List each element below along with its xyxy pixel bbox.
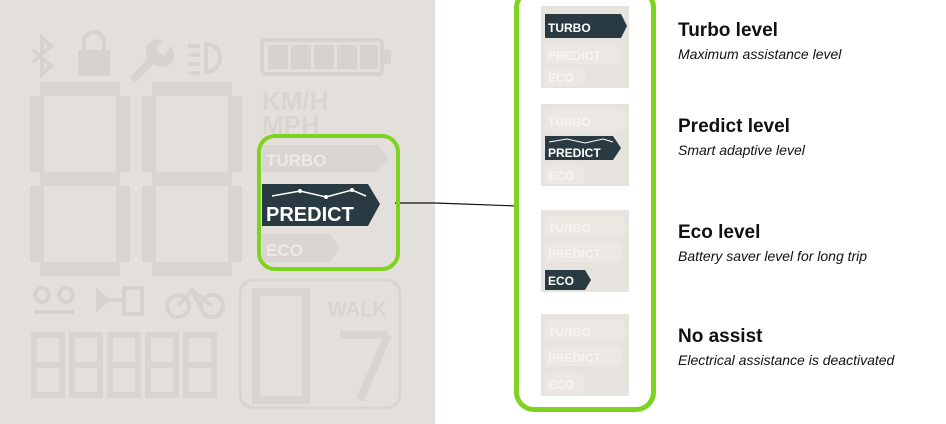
lock-icon	[78, 30, 110, 76]
level-desc-eco: Battery saver level for long trip	[678, 248, 868, 264]
svg-text:TURBO: TURBO	[548, 221, 591, 235]
wrench-icon	[130, 39, 175, 82]
badge-predict-active	[545, 136, 621, 160]
panel-eco: TURBO PREDICT ECO	[541, 210, 629, 292]
svg-text:PREDICT: PREDICT	[266, 204, 354, 226]
level-title-predict: Predict level	[678, 116, 790, 137]
bike-display: KM/H MPH TURBO PREDICT ECO	[0, 0, 435, 424]
badge-turbo-active	[545, 14, 627, 38]
speed-digits	[30, 82, 242, 276]
level-desc-predict: Smart adaptive level	[678, 142, 805, 158]
headlight-icon	[188, 41, 222, 75]
svg-text:ECO: ECO	[548, 274, 574, 288]
battery-icon	[260, 38, 391, 76]
svg-text:PREDICT: PREDICT	[548, 49, 601, 63]
bike-icon	[165, 287, 225, 319]
svg-text:TURBO: TURBO	[548, 115, 591, 129]
svg-text:TURBO: TURBO	[266, 151, 326, 170]
connector-line	[435, 202, 517, 207]
map-pin-icon	[33, 286, 75, 314]
svg-text:ECO: ECO	[266, 241, 303, 260]
panel-turbo: TURBO PREDICT ECO	[541, 6, 629, 88]
level-desc-turbo: Maximum assistance level	[678, 46, 842, 62]
panel-predict: TURBO PREDICT ECO	[541, 104, 629, 186]
mode-highlight-frame	[257, 134, 400, 271]
svg-text:PREDICT: PREDICT	[548, 146, 601, 160]
svg-text:ECO: ECO	[548, 169, 574, 183]
lcd-mode-turbo: TURBO	[262, 145, 388, 172]
svg-text:PREDICT: PREDICT	[548, 351, 601, 365]
display-segments: KM/H MPH TURBO PREDICT ECO	[30, 30, 435, 410]
mode-strip-frame	[514, 0, 656, 412]
svg-text:ECO: ECO	[548, 71, 574, 85]
level-title-turbo: Turbo level	[678, 20, 778, 41]
charging-plug-icon	[96, 286, 144, 316]
gear-display	[238, 278, 402, 410]
svg-text:TURBO: TURBO	[548, 21, 591, 35]
level-desc-no-assist: Electrical assistance is deactivated	[678, 352, 895, 368]
bluetooth-icon	[31, 33, 55, 79]
unit-kmh: KM/H	[262, 86, 328, 116]
svg-text:TURBO: TURBO	[548, 325, 591, 339]
level-title-eco: Eco level	[678, 222, 761, 243]
level-title-no-assist: No assist	[678, 326, 763, 347]
odometer-digits	[31, 332, 217, 398]
panel-no-assist: TURBO PREDICT ECO	[541, 314, 629, 396]
lcd-mode-predict-active: PREDICT	[262, 184, 380, 226]
lcd-mode-eco: ECO	[262, 234, 340, 262]
svg-text:PREDICT: PREDICT	[548, 247, 601, 261]
svg-text:ECO: ECO	[548, 378, 574, 392]
badge-eco-active	[545, 270, 591, 290]
walk-label: WALK	[328, 299, 387, 321]
